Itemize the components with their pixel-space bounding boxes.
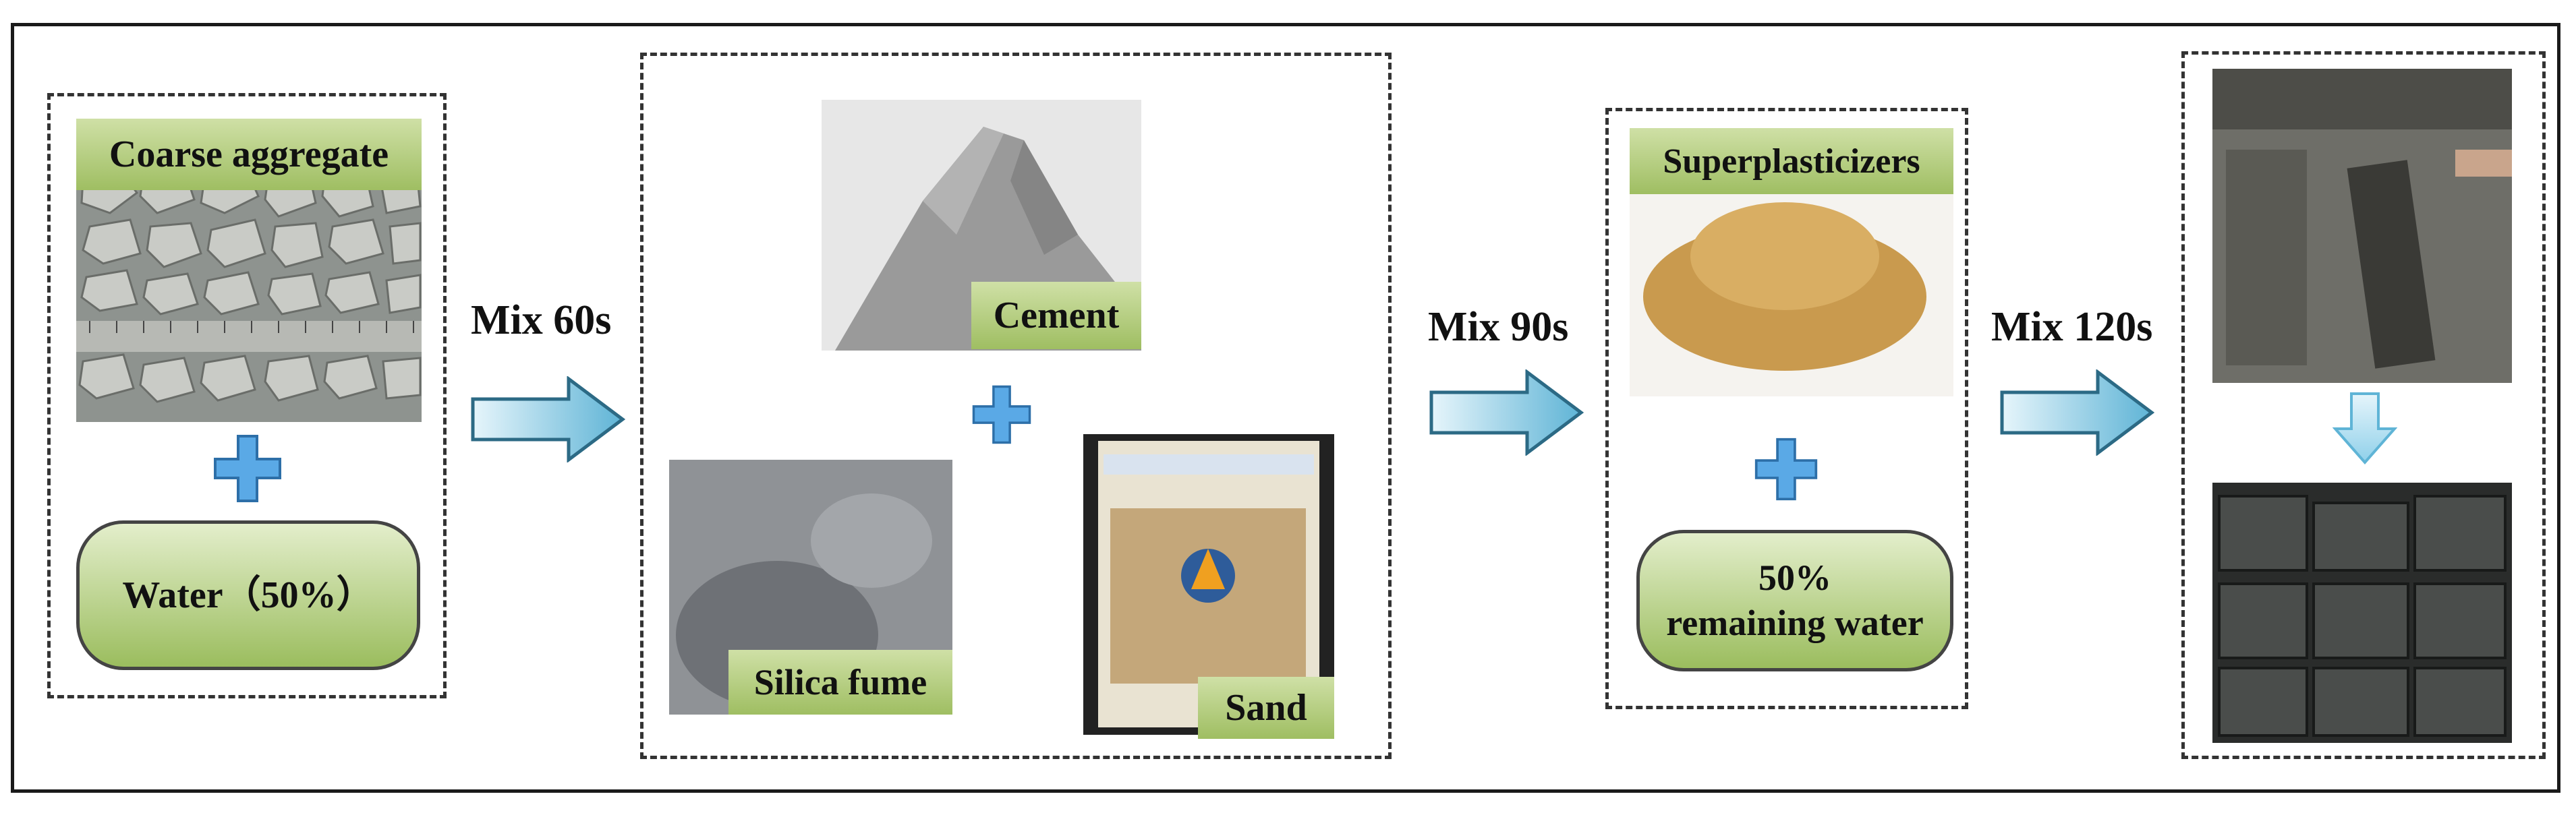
- remaining-water-pill: 50% remaining water: [1636, 530, 1953, 671]
- down-arrow-icon: [2332, 392, 2397, 465]
- step2-box: [640, 53, 1392, 759]
- step3-box: [1605, 108, 1968, 709]
- plus-icon: [1754, 438, 1818, 501]
- plus-icon: [214, 435, 281, 502]
- superplasticizers-label: Superplasticizers: [1630, 128, 1953, 194]
- remaining-water-line1: 50%: [1758, 557, 1831, 598]
- coarse-aggregate-label: Coarse aggregate: [76, 119, 422, 190]
- mix-120s-label: Mix 120s: [1991, 304, 2153, 350]
- right-arrow-icon: [471, 376, 625, 462]
- right-arrow-icon: [1429, 369, 1584, 456]
- sand-label: Sand: [1198, 677, 1334, 739]
- step1-box: [47, 93, 447, 698]
- water-50-pill: Water（50%）: [76, 520, 420, 670]
- mix-60s-label: Mix 60s: [471, 297, 612, 343]
- silica-fume-label: Silica fume: [728, 650, 952, 715]
- plus-icon: [972, 385, 1031, 444]
- remaining-water-line2: remaining water: [1666, 603, 1924, 643]
- casting-photo: [2212, 69, 2512, 383]
- right-arrow-icon: [2000, 369, 2154, 456]
- cement-label: Cement: [971, 282, 1141, 349]
- specimens-photo: [2212, 483, 2512, 743]
- step4-box: [2181, 51, 2546, 759]
- mix-90s-label: Mix 90s: [1428, 304, 1569, 350]
